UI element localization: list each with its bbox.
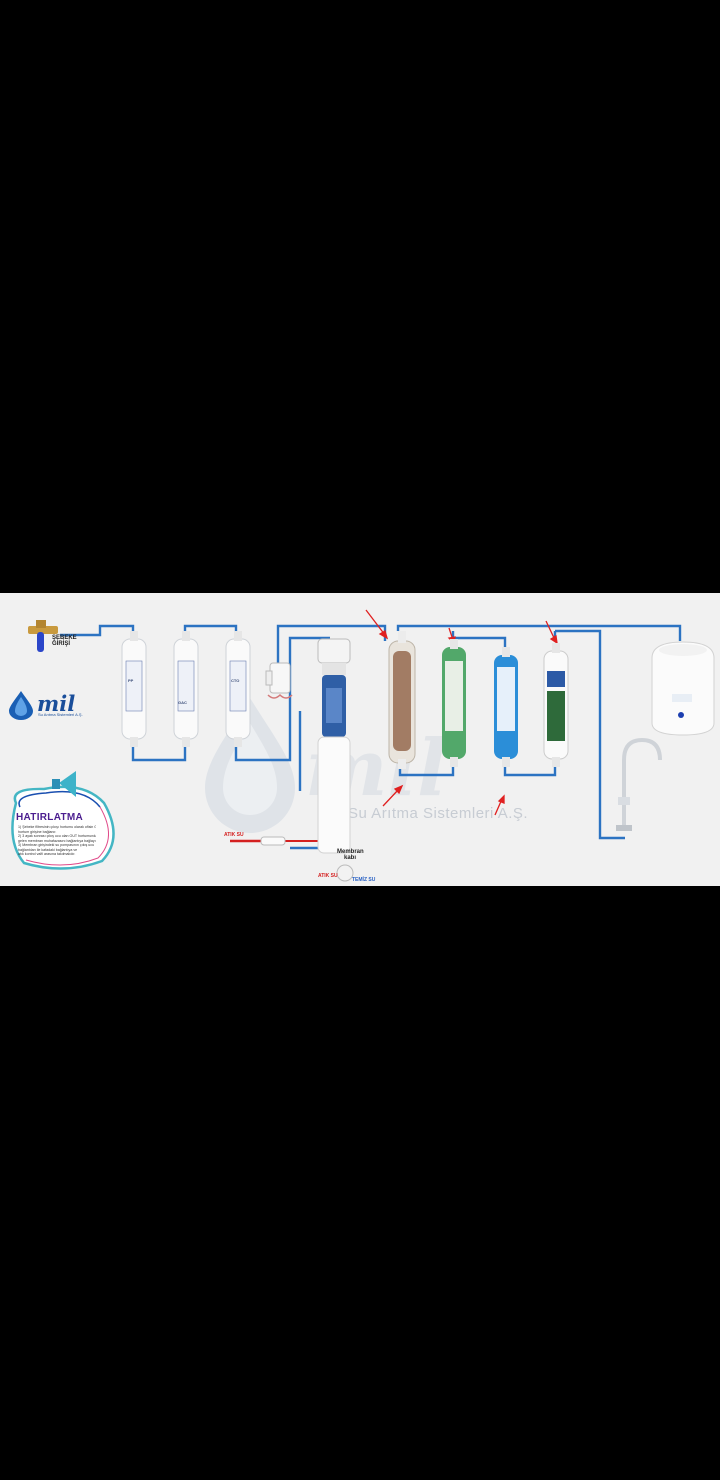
blue-filter-icon — [494, 647, 518, 767]
reminder-line: 1) Şebeke filtresinin çıkışı hortumu ola… — [18, 825, 96, 829]
green-filter-icon — [442, 639, 466, 767]
reminder-badge — [11, 771, 115, 870]
logo-text: mil — [37, 691, 76, 716]
storage-tank-icon — [651, 641, 715, 736]
flow-restrictor-icon — [260, 836, 286, 846]
membrane-label-1: Membran — [337, 849, 364, 855]
reminder-line: gelen membran muhafazasını bağlantıya ba… — [18, 838, 96, 843]
reminder-title: HATIRLATMA — [16, 812, 84, 823]
reminder-line: 3) Membran girişindeki su pompasının çık… — [18, 843, 95, 847]
pp-filter-label: PP — [128, 678, 134, 683]
gac-filter-icon — [173, 631, 199, 747]
post-carbon-filter-icon — [543, 643, 569, 767]
cto-filter-icon — [225, 631, 251, 747]
pump-connector-icon — [265, 662, 293, 699]
inlet-label-2: GİRİŞİ — [52, 641, 71, 647]
watermark-caption: Su Arıtma Sistemleri A.Ş. — [348, 805, 529, 822]
membrane-label-2: kabı — [344, 855, 357, 861]
mineral-filter-icon — [388, 631, 416, 769]
pp-filter-icon — [121, 631, 147, 747]
membrane-cap-icon — [336, 864, 354, 882]
clean-water-label: TEMİZ SU — [352, 877, 376, 883]
waste-water-label-2: ATIK SU — [318, 873, 338, 879]
logo-drop-icon — [9, 691, 33, 720]
inlet-label-1: ŞEBEKE — [52, 635, 77, 641]
reminder-line: atık kontrol valfi arasına takılmalıdır. — [18, 852, 76, 856]
waste-water-label-1: ATIK SU — [224, 832, 244, 838]
logo-subtitle: Su Arıtma Sistemleri A.Ş. — [38, 712, 83, 717]
water-purifier-diagram: mil Su Arıtma Sistemleri A.Ş. — [0, 593, 720, 886]
gac-filter-label: GAC — [178, 700, 187, 705]
reminder-line: hortum girişine bağlanır. — [18, 829, 57, 834]
pipe-network — [60, 609, 682, 850]
membrane-housing-icon — [317, 638, 351, 854]
reminder-line: bağlantıları ile kafadaki bağlantıya ve — [18, 847, 78, 852]
faucet-icon — [616, 737, 662, 831]
reminder-line: 2) 3 ayak sonrası çıkış ucu olan OUT hor… — [18, 834, 96, 838]
cto-filter-label: CTO — [231, 678, 240, 683]
inlet-valve-icon — [28, 620, 58, 652]
